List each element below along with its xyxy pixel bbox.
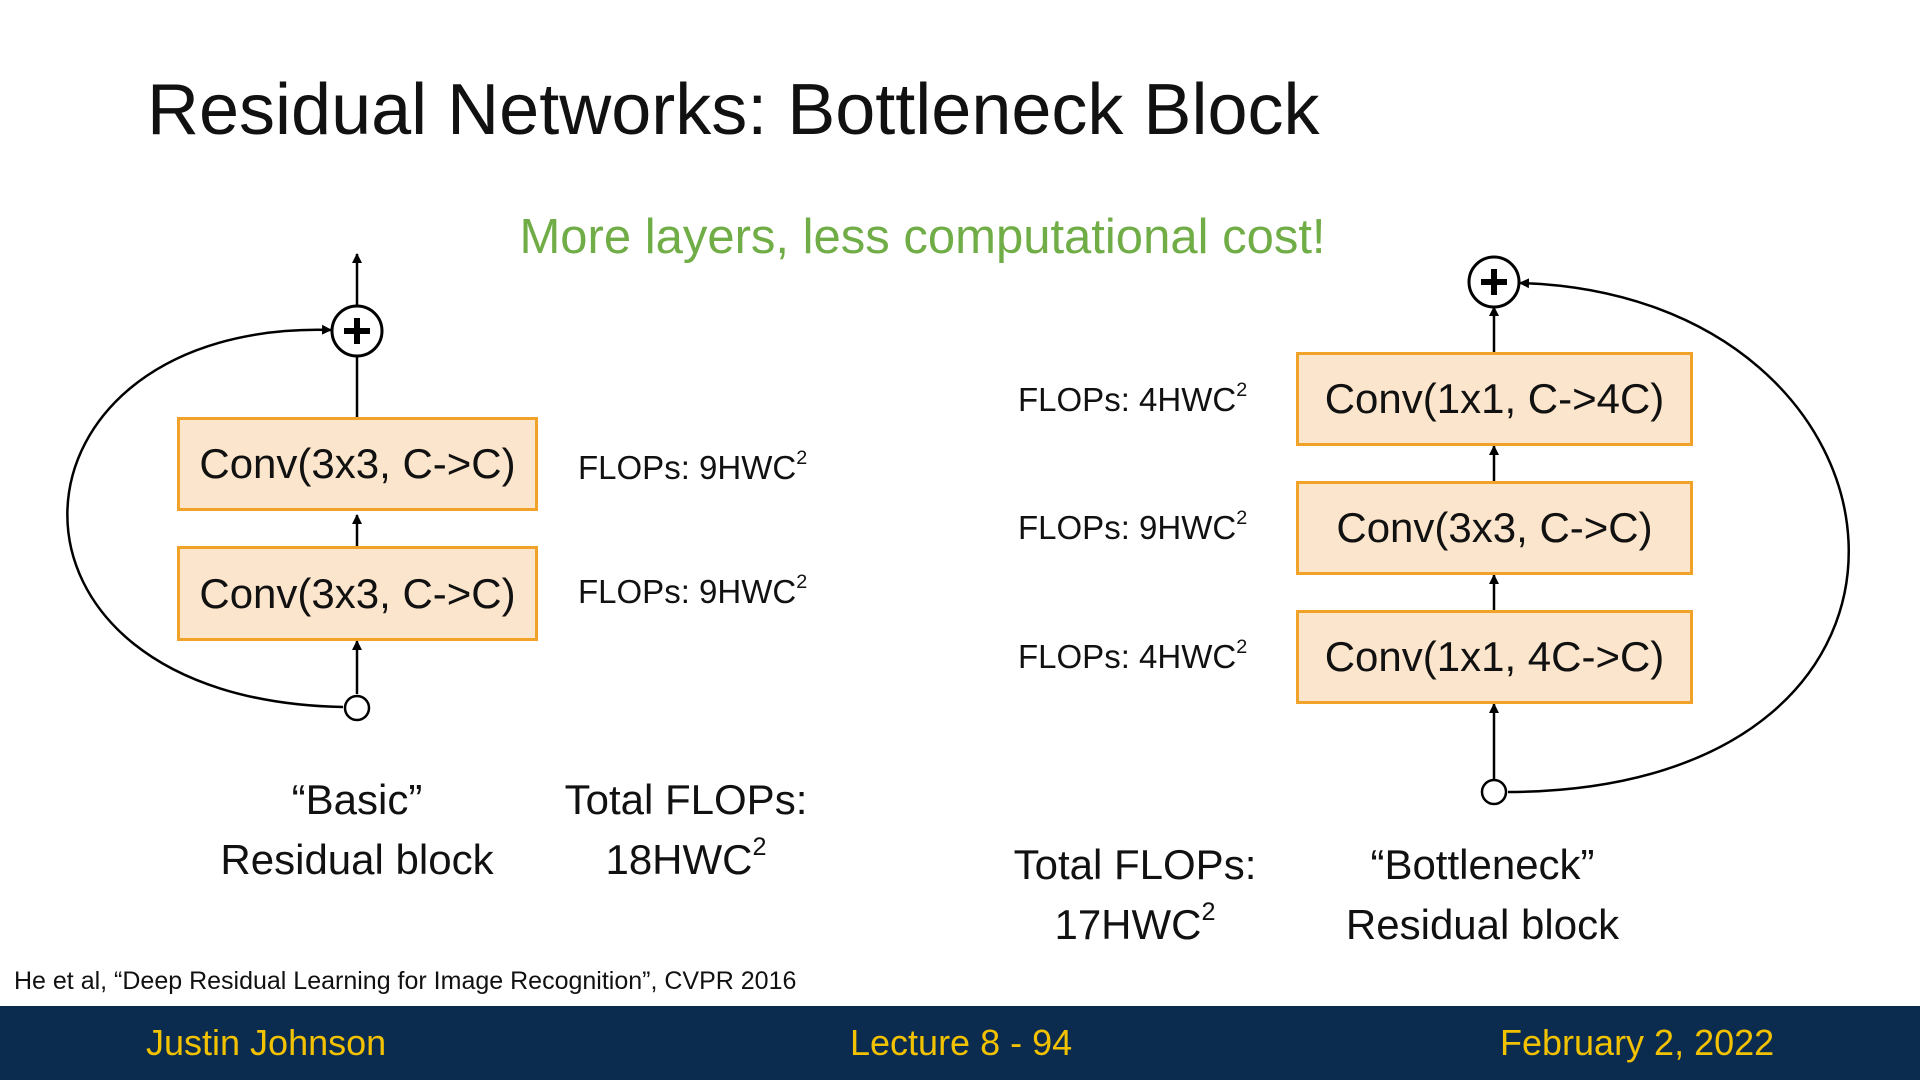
basic-flops-bottom: FLOPs: 9HWC2 bbox=[578, 571, 808, 610]
bottleneck-conv-middle: Conv(3x3, C->C) bbox=[1296, 481, 1693, 575]
slide-subtitle: More layers, less computational cost! bbox=[519, 210, 1326, 264]
basic-conv-bottom: Conv(3x3, C->C) bbox=[177, 546, 538, 641]
basic-block-label: “Basic” Residual block bbox=[220, 776, 494, 883]
footer-author: Justin Johnson bbox=[146, 1022, 387, 1063]
bottleneck-skip-connection bbox=[1507, 278, 1850, 794]
residual-diagram bbox=[66, 253, 1850, 806]
bottleneck-flops-middle: FLOPs: 9HWC2 bbox=[1018, 507, 1248, 546]
citation: He et al, “Deep Residual Learning for Im… bbox=[14, 967, 797, 995]
slide-title: Residual Networks: Bottleneck Block bbox=[147, 70, 1320, 150]
bottleneck-input-node bbox=[1480, 778, 1508, 806]
basic-skip-connection bbox=[66, 324, 344, 709]
bottleneck-conv-bottom: Conv(1x1, 4C->C) bbox=[1296, 610, 1693, 704]
bottleneck-conv-top: Conv(1x1, C->4C) bbox=[1296, 352, 1693, 446]
footer-date: February 2, 2022 bbox=[1500, 1022, 1775, 1063]
bottleneck-total-flops: Total FLOPs: 17HWC2 bbox=[1013, 841, 1257, 948]
footer-bar: Justin Johnson Lecture 8 - 94 February 2… bbox=[0, 1006, 1920, 1080]
basic-input-node bbox=[343, 694, 371, 722]
bottleneck-flops-top: FLOPs: 4HWC2 bbox=[1018, 379, 1248, 418]
basic-conv-top: Conv(3x3, C->C) bbox=[177, 417, 538, 511]
basic-flops-top: FLOPs: 9HWC2 bbox=[578, 447, 808, 486]
basic-total-flops: Total FLOPs: 18HWC2 bbox=[564, 776, 808, 883]
footer-lecture: Lecture 8 - 94 bbox=[850, 1022, 1073, 1063]
bottleneck-add-node bbox=[1467, 255, 1521, 309]
basic-add-node bbox=[330, 304, 384, 358]
bottleneck-flops-bottom: FLOPs: 4HWC2 bbox=[1018, 636, 1248, 675]
bottleneck-block-label: “Bottleneck” Residual block bbox=[1345, 841, 1620, 948]
